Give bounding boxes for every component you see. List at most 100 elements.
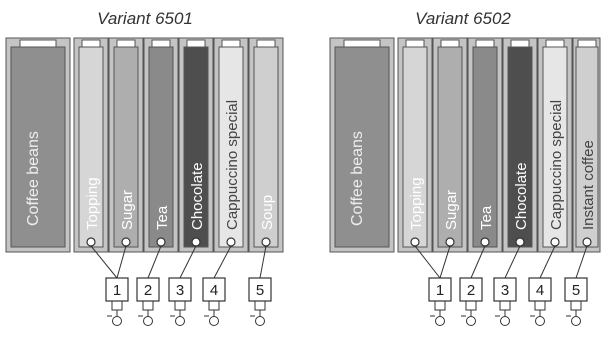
nozzle-icon (535, 316, 545, 326)
mixer-3: 3 (493, 277, 517, 326)
canister-fill (334, 46, 390, 248)
dispense-outlet (550, 237, 560, 247)
canister-fill (507, 46, 533, 248)
mixer-spout (208, 301, 220, 316)
canister-instant-coffee: Instant coffee (572, 37, 601, 253)
canister-topping: Topping (73, 37, 109, 253)
canister-label: Coffee beans (349, 131, 366, 226)
dispense-outlet (410, 237, 420, 247)
canister-fill (218, 46, 244, 248)
mixer-4: 4 (528, 277, 552, 326)
canister-lid (510, 39, 530, 48)
canister-coffee-beans: Coffee beans (5, 37, 71, 253)
chute-line (259, 245, 267, 279)
dispense-outlet (156, 237, 166, 247)
mixer-1: 1 (105, 277, 129, 326)
mixer-4: 4 (202, 277, 226, 326)
canister-label: Topping (84, 177, 101, 230)
variant-6502: Variant 6502 Coffee beans Topping Sugar (329, 9, 601, 326)
chute-line (470, 245, 486, 279)
nozzle-icon (175, 316, 185, 326)
canister-label: Cappuccino special (224, 100, 241, 230)
mixer-3: 3 (168, 277, 192, 326)
chute-line (504, 245, 521, 279)
mixer-1: 1 (428, 277, 452, 326)
mixer-5: 5 (564, 277, 588, 326)
mixer-box (493, 277, 517, 302)
mixer-number: 5 (256, 282, 264, 299)
mixer-box (564, 277, 588, 302)
variant-6501: Variant 6501 Coffee beans Topping Sugar (5, 9, 284, 326)
mixer-spout (111, 301, 123, 316)
canister-fill (183, 46, 209, 248)
canister-chocolate: Chocolate (502, 37, 538, 253)
mixer-spout (434, 301, 446, 316)
canister-lid (116, 39, 136, 48)
canister-sugar: Sugar (108, 37, 144, 253)
dispense-outlet (226, 237, 236, 247)
canister-tea: Tea (143, 37, 179, 253)
canister-lid (221, 39, 241, 48)
mixer-box (105, 277, 129, 302)
canister-coffee-beans: Coffee beans (329, 37, 395, 253)
chute-line (90, 245, 118, 279)
canister-chocolate: Chocolate (178, 37, 214, 253)
dispense-outlet (86, 237, 96, 247)
canister-label: Tea (154, 205, 171, 230)
dispense-outlet (515, 237, 525, 247)
chute-line (539, 245, 556, 279)
mixer-number: 1 (113, 282, 121, 299)
variant-title: Variant 6502 (415, 9, 511, 28)
canister-label: Soup (259, 195, 276, 230)
chute-line (116, 245, 127, 279)
canister-cappuccino-special: Cappuccino special (537, 37, 573, 253)
mixer-spout (570, 301, 582, 316)
mixer-spout (142, 301, 154, 316)
mixer-box (528, 277, 552, 302)
canister-lid (577, 39, 597, 48)
canister-lid (256, 39, 276, 48)
nozzle-icon (500, 316, 510, 326)
dispense-outlet (480, 237, 490, 247)
mixer-5: 5 (248, 277, 272, 326)
canister-label: Chocolate (189, 162, 206, 230)
mixer-number: 5 (572, 282, 580, 299)
mixer-box (202, 277, 226, 302)
canister-label: Chocolate (513, 162, 530, 230)
nozzle-icon (112, 316, 122, 326)
canister-fill (402, 46, 428, 248)
canister-fill (472, 46, 498, 248)
canister-lid (19, 39, 57, 48)
mixer-number: 1 (436, 282, 444, 299)
canister-soup: Soup (248, 37, 284, 253)
nozzle-icon (143, 316, 153, 326)
canister-lid (405, 39, 425, 48)
mixer-box (428, 277, 452, 302)
canister-lid (186, 39, 206, 48)
canister-label: Coffee beans (25, 131, 42, 226)
canister-label: Sugar (119, 190, 136, 230)
canister-fill (148, 46, 174, 248)
canister-fill (10, 46, 66, 248)
canister-sugar: Sugar (432, 37, 468, 253)
canister-label: Tea (478, 205, 495, 230)
canister-fill (78, 46, 104, 248)
mixer-box (248, 277, 272, 302)
mixer-box (168, 277, 192, 302)
canister-topping: Topping (397, 37, 433, 253)
chute-line (575, 245, 588, 279)
mixer-spout (465, 301, 477, 316)
nozzle-icon (466, 316, 476, 326)
mixer-spout (499, 301, 511, 316)
dispense-outlet (582, 237, 592, 247)
mixer-box (136, 277, 160, 302)
chute-line (213, 245, 232, 279)
canister-lid (440, 39, 460, 48)
mixer-box (459, 277, 483, 302)
canister-lid (343, 39, 381, 48)
canister-lid (81, 39, 101, 48)
canister-fill (253, 46, 279, 248)
mixer-number: 3 (501, 282, 509, 299)
mixer-number: 4 (210, 282, 218, 299)
nozzle-icon (571, 316, 581, 326)
